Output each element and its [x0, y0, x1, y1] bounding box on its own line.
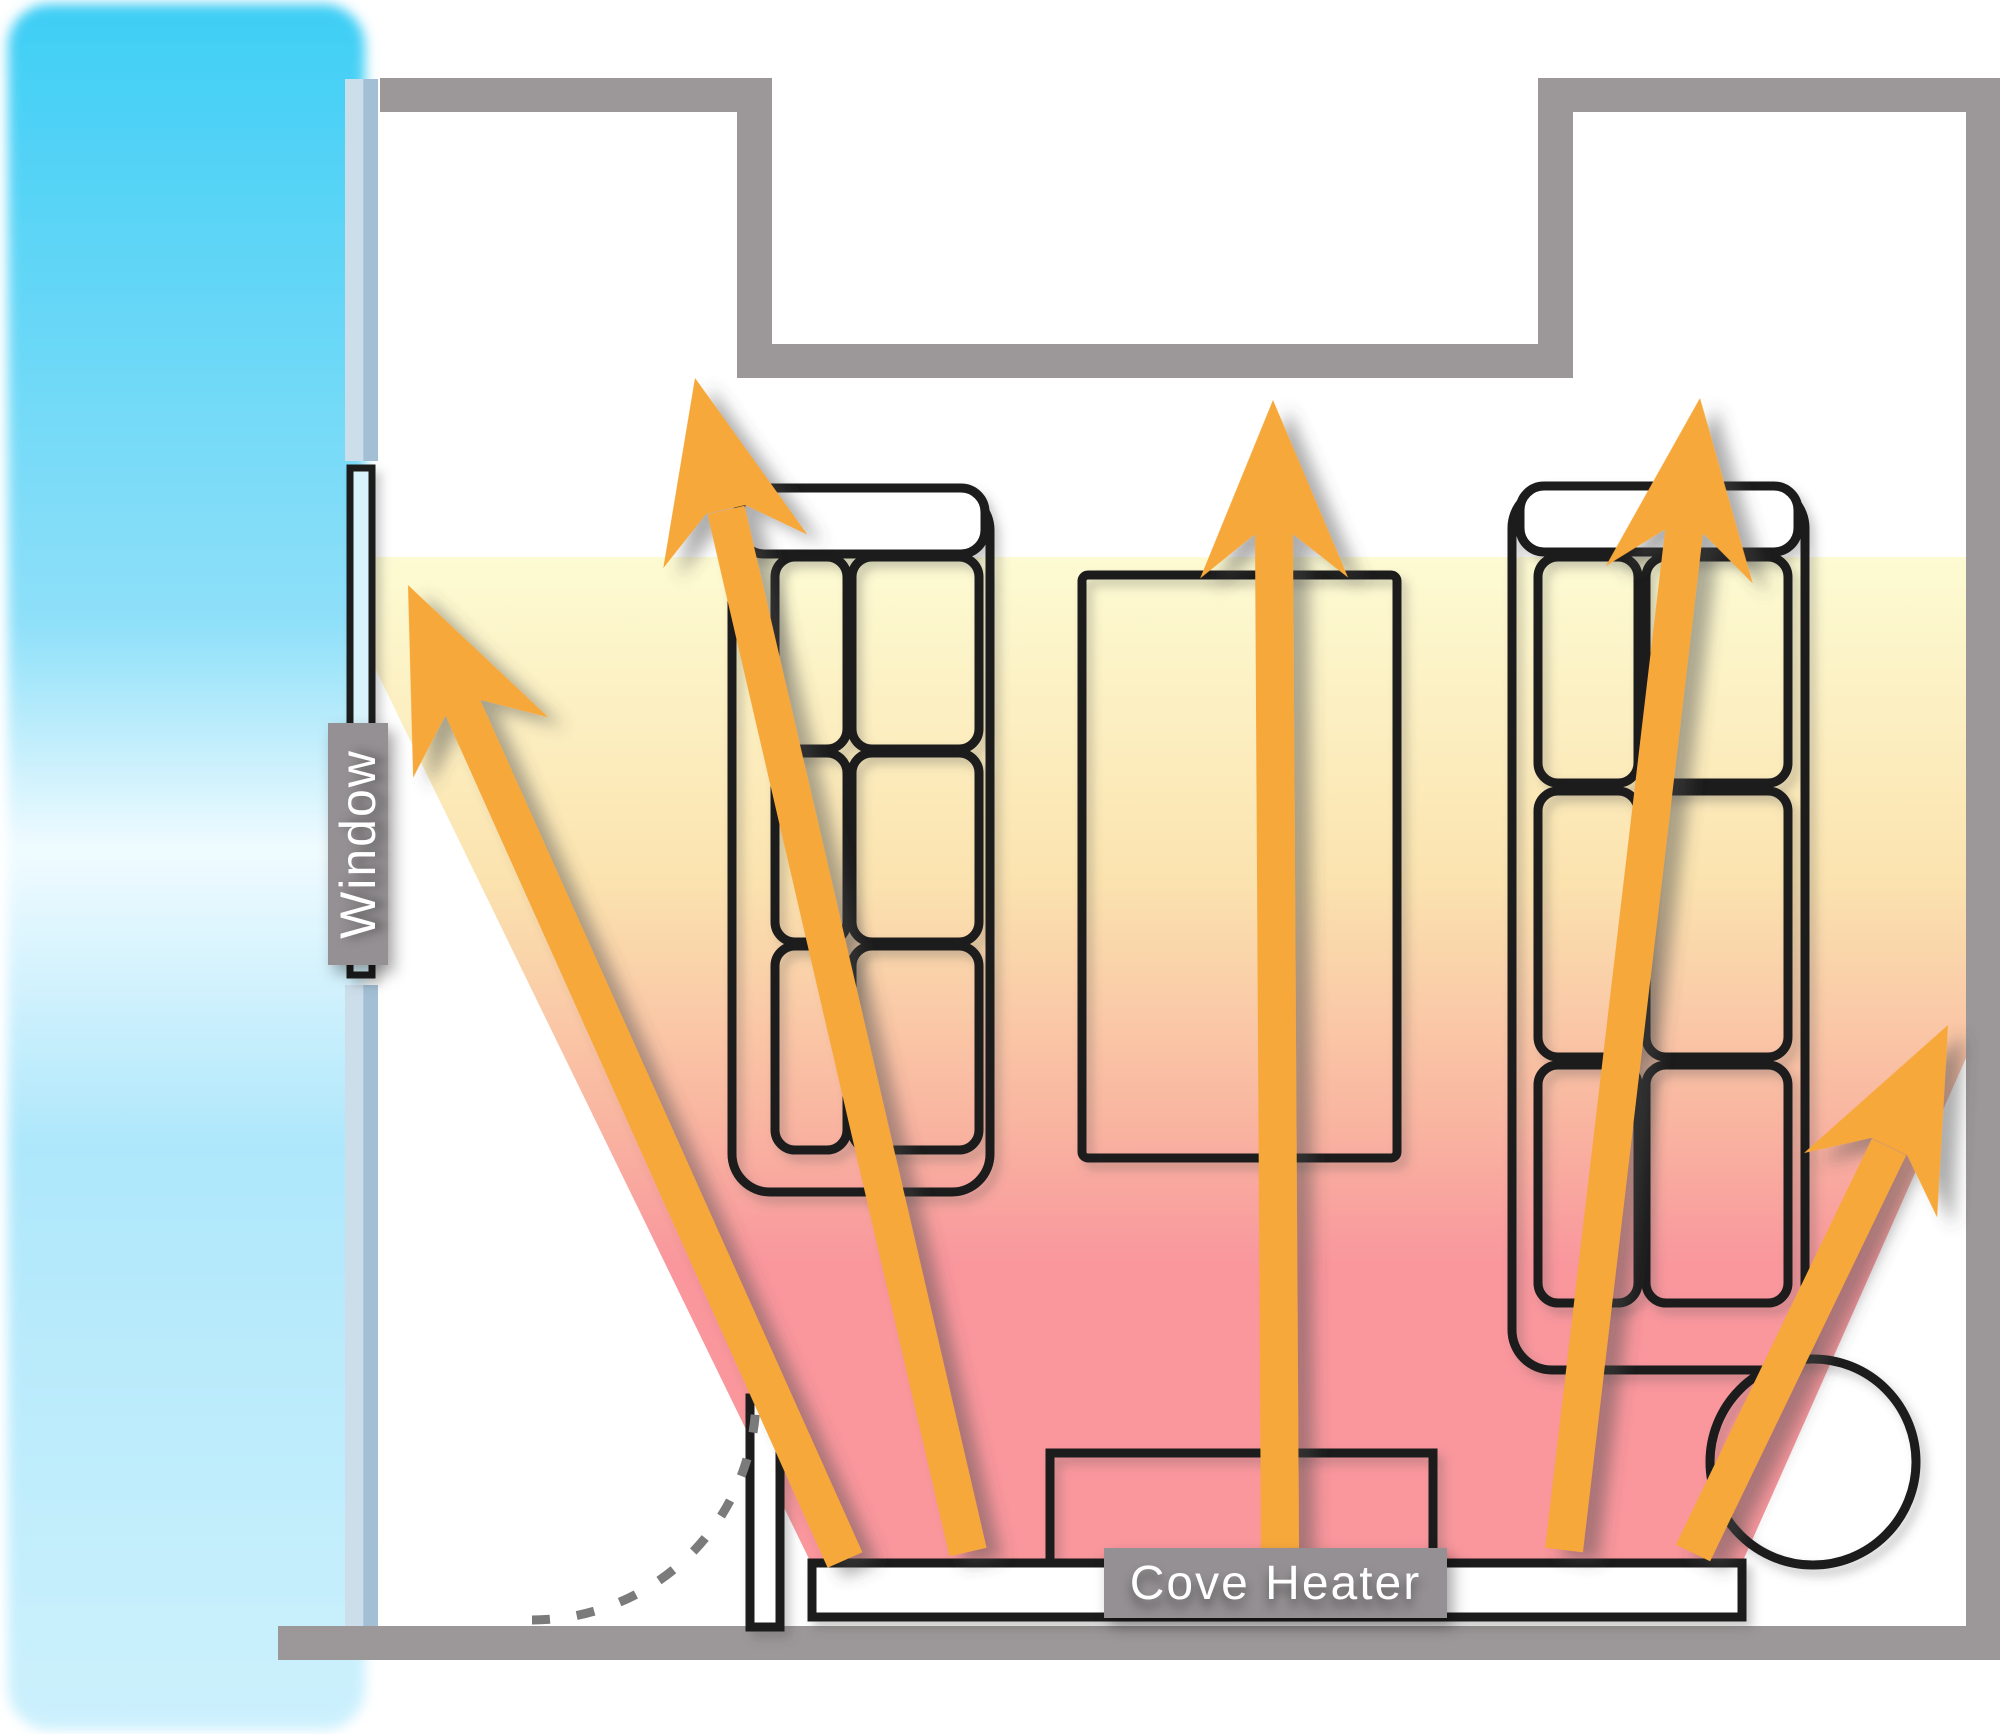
cove-heater-label: Cove Heater — [1104, 1548, 1447, 1618]
wall-alcove-left — [737, 78, 772, 378]
heat-arrow-center — [1200, 400, 1349, 1549]
wall-top-right — [1538, 78, 1966, 112]
wall-alcove-bottom — [737, 344, 1573, 378]
room-walls — [278, 78, 2000, 1660]
cove-heater-label-text: Cove Heater — [1129, 1556, 1422, 1610]
window-sill-lower — [345, 985, 378, 1626]
heat-arrow-corner — [1675, 1025, 1948, 1562]
wall-top-left — [380, 78, 772, 112]
window-label: Window — [328, 723, 388, 965]
coffee-table — [1077, 570, 1402, 1163]
heat-arrow-right — [1545, 398, 1753, 1553]
window-label-text: Window — [330, 749, 386, 939]
door-swing-arc — [531, 1395, 761, 1625]
wall-bottom — [278, 1626, 2000, 1660]
wall-right — [1966, 78, 2000, 1660]
window-sill-upper — [345, 79, 378, 461]
heat-arrow-window — [408, 585, 863, 1568]
cold-air-zone — [8, 4, 365, 1730]
wall-alcove-right — [1538, 78, 1573, 378]
round-side-table — [1705, 1354, 1921, 1570]
heat-arrow-left — [663, 378, 987, 1557]
